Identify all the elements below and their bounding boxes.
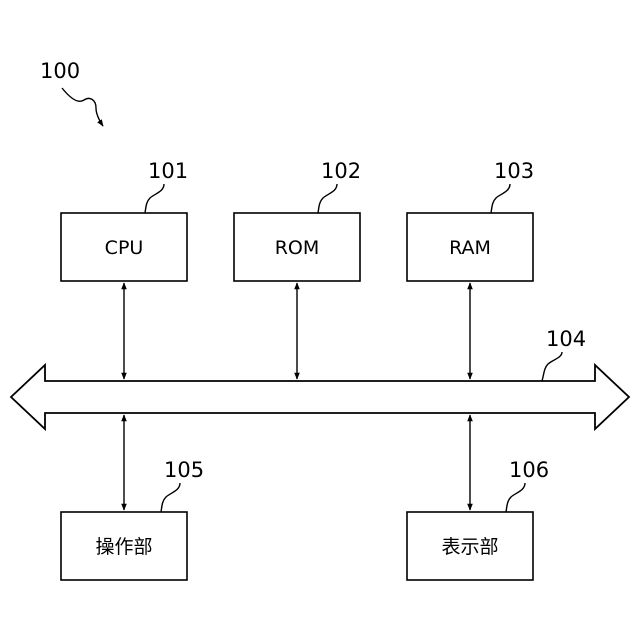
bus-ref-leader [542, 352, 562, 381]
display-unit-ref-label: 106 [509, 458, 549, 482]
rom-ref-label: 102 [321, 159, 361, 183]
ram-ref-label: 103 [494, 159, 534, 183]
operation-unit-block-label: 操作部 [95, 536, 152, 558]
system-bus [11, 365, 629, 429]
operation-unit-ref-label: 105 [164, 458, 204, 482]
ram-ref-leader [491, 184, 510, 213]
rom-block-label: ROM [275, 237, 320, 259]
display-unit-ref-leader [506, 483, 525, 512]
cpu-ref-leader [145, 184, 164, 213]
display-unit-block-label: 表示部 [441, 536, 498, 558]
figure-ref-label: 100 [40, 59, 80, 83]
bus-ref-label: 104 [546, 327, 586, 351]
cpu-block-label: CPU [105, 237, 144, 259]
figure-ref-leader [62, 88, 103, 126]
ram-block-label: RAM [449, 237, 491, 259]
operation-unit-ref-leader [161, 483, 180, 512]
rom-ref-leader [318, 184, 337, 213]
cpu-ref-label: 101 [148, 159, 188, 183]
